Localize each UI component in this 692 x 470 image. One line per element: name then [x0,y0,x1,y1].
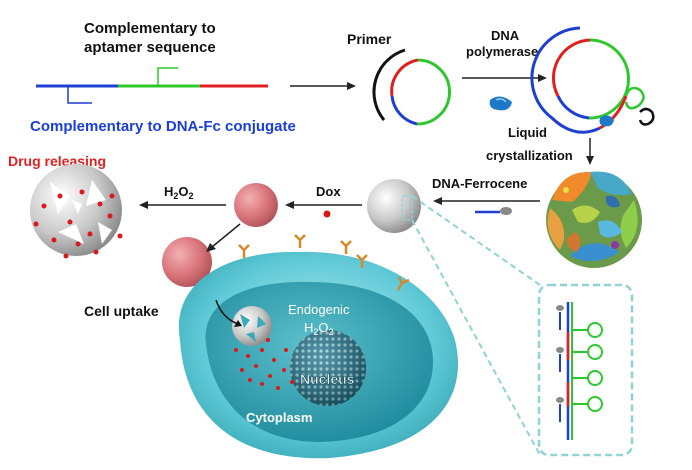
label-h2o2: H2O2 [164,184,194,201]
broken-sphere-drug-release [30,164,123,259]
arrow-head-h2o2 [139,201,148,209]
dna-fc-conjugate-icon [475,207,512,215]
label-dna-polymerase-line1: DNA [491,28,520,43]
label-complementary-dna-fc: Complementary to DNA-Fc conjugate [30,118,296,135]
grey-sphere [367,179,421,233]
inset-dna-fc-units [556,305,564,422]
dox-molecule [323,210,331,218]
label-dna-polymerase-line2: polymerase [466,44,538,59]
arrow-head-polymerase [538,74,547,82]
zoom-box-small [401,195,413,221]
cell [178,234,459,459]
circular-template [372,48,451,126]
linear-template [36,67,268,104]
arrow-head-dox [285,201,294,209]
inset-zoom-panel [537,283,634,457]
label-complementary-aptamer-line1: Complementary to [84,20,216,37]
label-liquid-line1: Liquid [508,125,547,140]
released-dox-dots [234,338,294,390]
label-primer: Primer [347,31,392,47]
arrow-head-primer [347,82,356,90]
cell-receptors [238,234,410,291]
aptamer-pointer [157,67,178,86]
arrow-head-to-cell [206,243,216,252]
arrow-head-dna-ferrocene [433,197,442,205]
dna-nanoflower [546,171,642,268]
arrow-head-crystallization [586,156,594,165]
arrow-to-cell [211,223,241,248]
label-endo-h2o2: H2O2 [304,320,334,337]
label-cell-uptake: Cell uptake [84,303,159,319]
zoom-line-bottom [411,219,541,456]
primer-strand [372,48,406,121]
inset-border [537,283,634,457]
pink-sphere-uptake [162,237,212,287]
label-dna-ferrocene: DNA-Ferrocene [432,176,527,191]
polymerase-enzyme-icon [489,96,512,111]
label-liquid-line2: crystallization [486,148,573,163]
label-complementary-aptamer-line2: aptamer sequence [84,39,216,56]
label-dox: Dox [316,184,341,199]
label-cytoplasm: Cytoplasm [246,410,312,425]
rca-product [530,26,655,134]
dna-fc-pointer [67,86,92,104]
zoom-line-top [411,195,541,286]
uptake-arrow [215,299,239,325]
label-endogenic: Endogenic [288,302,350,317]
label-drug-releasing: Drug releasing [8,153,106,169]
broken-sphere-inside-cell [232,306,272,346]
inset-hairpins [572,322,603,412]
pink-sphere-loaded [234,183,278,227]
label-nucleus: Nucleus [300,371,355,387]
